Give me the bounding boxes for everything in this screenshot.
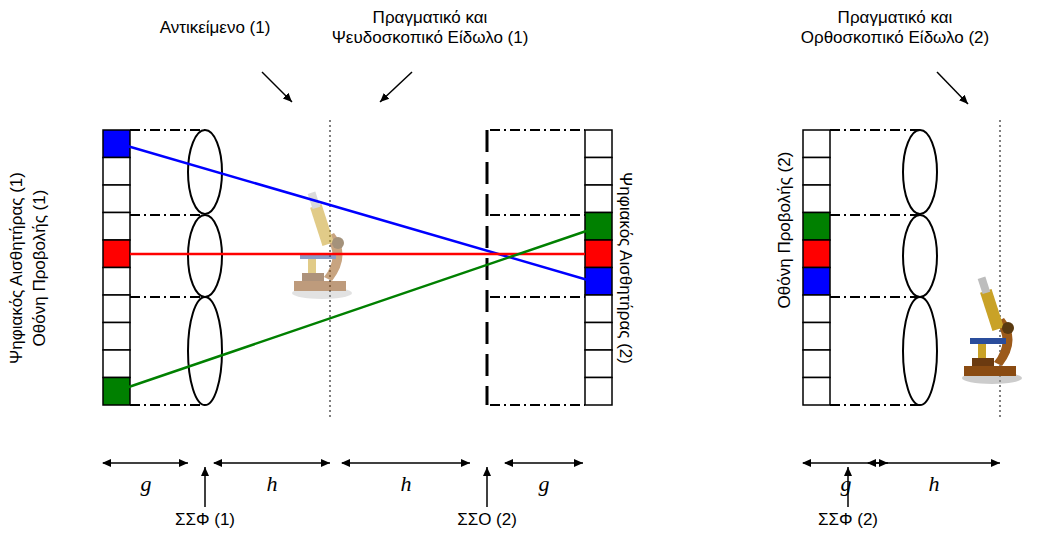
dimension-label: h — [929, 474, 940, 494]
callout-label: Αντικείμενο (1) — [160, 18, 271, 38]
pixel-cell — [803, 350, 830, 378]
pixel-cell — [585, 158, 612, 186]
pixel-cell — [803, 240, 830, 268]
dimension-label: h — [401, 474, 412, 494]
lens-array-label: ΣΣΦ (1) — [175, 510, 235, 530]
pixel-cell — [103, 240, 130, 268]
dimension-label: h — [267, 474, 278, 494]
pixel-cell — [585, 185, 612, 213]
dimension-label: g — [539, 474, 550, 494]
pixel-cell — [585, 213, 612, 241]
pixel-cell — [803, 378, 830, 406]
pixel-cell — [803, 213, 830, 241]
dimension-label: g — [841, 474, 852, 494]
pixel-cell — [585, 350, 612, 378]
pixel-cell — [585, 378, 612, 406]
pixel-cell — [103, 268, 130, 296]
pixel-cell — [803, 323, 830, 351]
display-label: Οθόνη Προβολής (1) — [30, 190, 50, 347]
pixel-cell — [103, 323, 130, 351]
pixel-cell — [585, 295, 612, 323]
pixel-cell — [585, 240, 612, 268]
pixel-cell — [803, 185, 830, 213]
display-label: Οθόνη Προβολής (2) — [775, 152, 795, 309]
pixel-cell — [803, 130, 830, 158]
pixel-cell — [803, 158, 830, 186]
pinhole-array-label: ΣΣΟ (2) — [457, 510, 517, 530]
pixel-cell — [585, 323, 612, 351]
sensor-label: Ψηφιακός Αισθητήρας (2) — [615, 172, 635, 364]
pixel-cell — [103, 130, 130, 158]
pixel-cell — [103, 295, 130, 323]
lens-array-label: ΣΣΦ (2) — [818, 510, 878, 530]
pixel-cell — [103, 158, 130, 186]
callout-label: Πραγματικό και Ψευδοσκοπικό Είδωλο (1) — [325, 8, 535, 48]
pixel-cell — [103, 378, 130, 406]
pixel-cell — [803, 268, 830, 296]
pixel-cell — [585, 130, 612, 158]
callout-label: Πραγματικό και Ορθοσκοπικό Είδωλο (2) — [795, 8, 995, 48]
dimension-label: g — [141, 474, 152, 494]
sensor-label: Ψηφιακός Αισθητήρας (1) — [7, 172, 27, 364]
pixel-cell — [103, 185, 130, 213]
pixel-cell — [103, 350, 130, 378]
pixel-cell — [803, 295, 830, 323]
pixel-cell — [103, 213, 130, 241]
